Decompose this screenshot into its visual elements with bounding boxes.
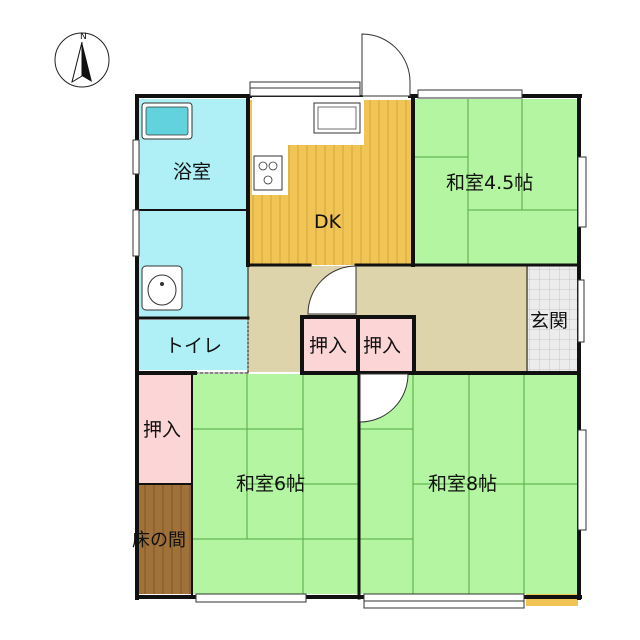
dk-top-window bbox=[249, 81, 361, 97]
wash-basin-drain bbox=[160, 282, 164, 286]
fixtures bbox=[141, 102, 361, 311]
windows bbox=[132, 81, 587, 609]
label-closet-hall-left: 押入 bbox=[309, 335, 347, 357]
tatami-lines bbox=[192, 99, 578, 594]
north-arrow-icon bbox=[71, 41, 83, 84]
dk-door bbox=[307, 265, 357, 315]
washitsu8-side-window bbox=[577, 429, 587, 531]
compass-circle bbox=[54, 32, 110, 88]
stove-burner-1 bbox=[258, 161, 268, 171]
label-tokonoma: 床の間 bbox=[132, 530, 186, 551]
kitchen-back-door bbox=[361, 33, 411, 97]
label-toilet: トイレ bbox=[165, 335, 222, 357]
compass-n-label: N bbox=[80, 32, 87, 42]
bath-window bbox=[132, 139, 140, 175]
compass: N bbox=[54, 32, 110, 88]
label-dk: DK bbox=[314, 211, 342, 233]
label-bath: 浴室 bbox=[173, 161, 211, 183]
wash-basin-bowl bbox=[147, 274, 177, 306]
label-closet-west: 押入 bbox=[143, 419, 181, 441]
stove bbox=[253, 155, 283, 191]
closet-west bbox=[138, 374, 192, 484]
stove-burner-2 bbox=[268, 161, 278, 171]
north-arrow-fill-icon bbox=[82, 42, 92, 82]
room-labels: 浴室 DK 和室4.5帖 玄関 トイレ 押入 押入 押入 床の間 和室6帖 和室… bbox=[132, 161, 568, 551]
stove-burner-3 bbox=[263, 175, 273, 185]
washitsu6-bottom-window bbox=[195, 593, 307, 603]
label-washitsu45: 和室4.5帖 bbox=[446, 172, 533, 194]
doors bbox=[307, 33, 411, 423]
kitchen-sink-basin bbox=[317, 106, 357, 130]
tokonoma-floor bbox=[138, 484, 192, 594]
label-washitsu8: 和室8帖 bbox=[428, 473, 497, 495]
label-genkan: 玄関 bbox=[530, 310, 568, 332]
washitsu8-door bbox=[359, 373, 409, 423]
genkan-window bbox=[577, 279, 585, 343]
washitsu-45-floor bbox=[414, 99, 578, 264]
washitsu45-top-window bbox=[417, 89, 523, 99]
label-washitsu6: 和室6帖 bbox=[236, 473, 305, 495]
label-closet-hall-right: 押入 bbox=[363, 335, 401, 357]
genkan-floor bbox=[528, 266, 578, 372]
closet-hall-left bbox=[303, 318, 357, 372]
wash-window bbox=[132, 209, 140, 257]
toilet-floor bbox=[138, 320, 248, 370]
closet-hall-right bbox=[358, 318, 413, 372]
bathtub-inner bbox=[145, 106, 189, 136]
washitsu45-side-window bbox=[577, 156, 587, 228]
